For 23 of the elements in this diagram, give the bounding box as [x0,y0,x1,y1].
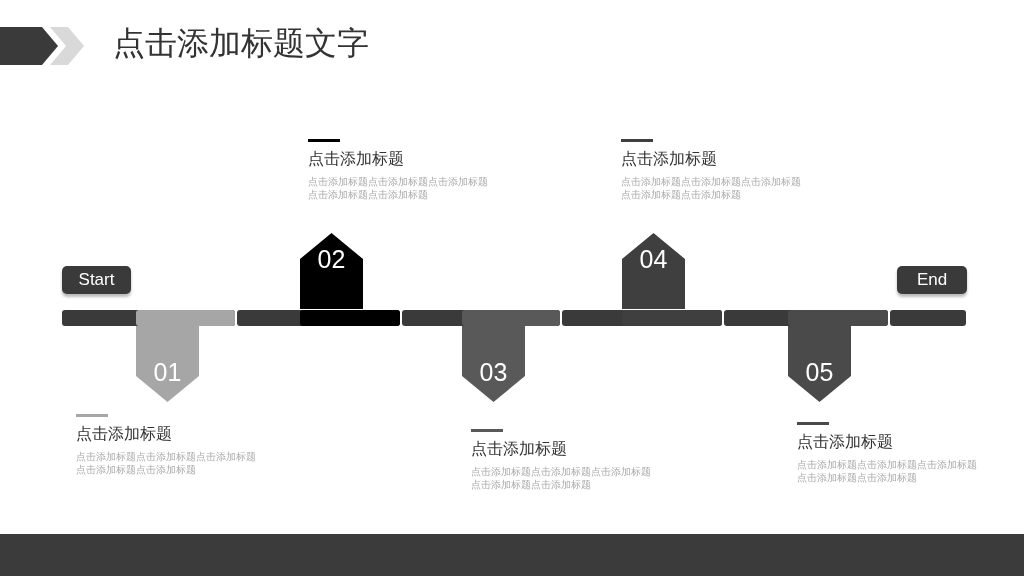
step-heading: 点击添加标题 [621,149,717,169]
marker-number: 02 [316,245,347,274]
timeline-end-label: Start [62,266,131,294]
step-heading: 点击添加标题 [797,432,893,452]
pentagon-marker [136,326,199,402]
pentagon-marker [622,233,685,309]
marker-number: 03 [478,358,509,387]
step-heading: 点击添加标题 [471,439,567,459]
pentagon-marker [462,326,525,402]
marker-number: 04 [638,245,669,274]
step-description: 点击添加标题点击添加标题点击添加标题点击添加标题点击添加标题 [76,450,257,476]
step-description: 点击添加标题点击添加标题点击添加标题点击添加标题点击添加标题 [308,175,489,201]
step-description: 点击添加标题点击添加标题点击添加标题点击添加标题点击添加标题 [471,465,652,491]
step-description: 点击添加标题点击添加标题点击添加标题点击添加标题点击添加标题 [621,175,802,201]
step-heading: 点击添加标题 [76,424,172,444]
marker-number: 01 [152,358,183,387]
slide-title: 点击添加标题文字 [113,24,369,63]
step-heading: 点击添加标题 [308,149,404,169]
step-description: 点击添加标题点击添加标题点击添加标题点击添加标题点击添加标题 [797,458,978,484]
pentagon-marker [300,233,363,309]
timeline-end-label: End [897,266,967,294]
marker-number: 05 [804,358,835,387]
pentagon-marker [788,326,851,402]
